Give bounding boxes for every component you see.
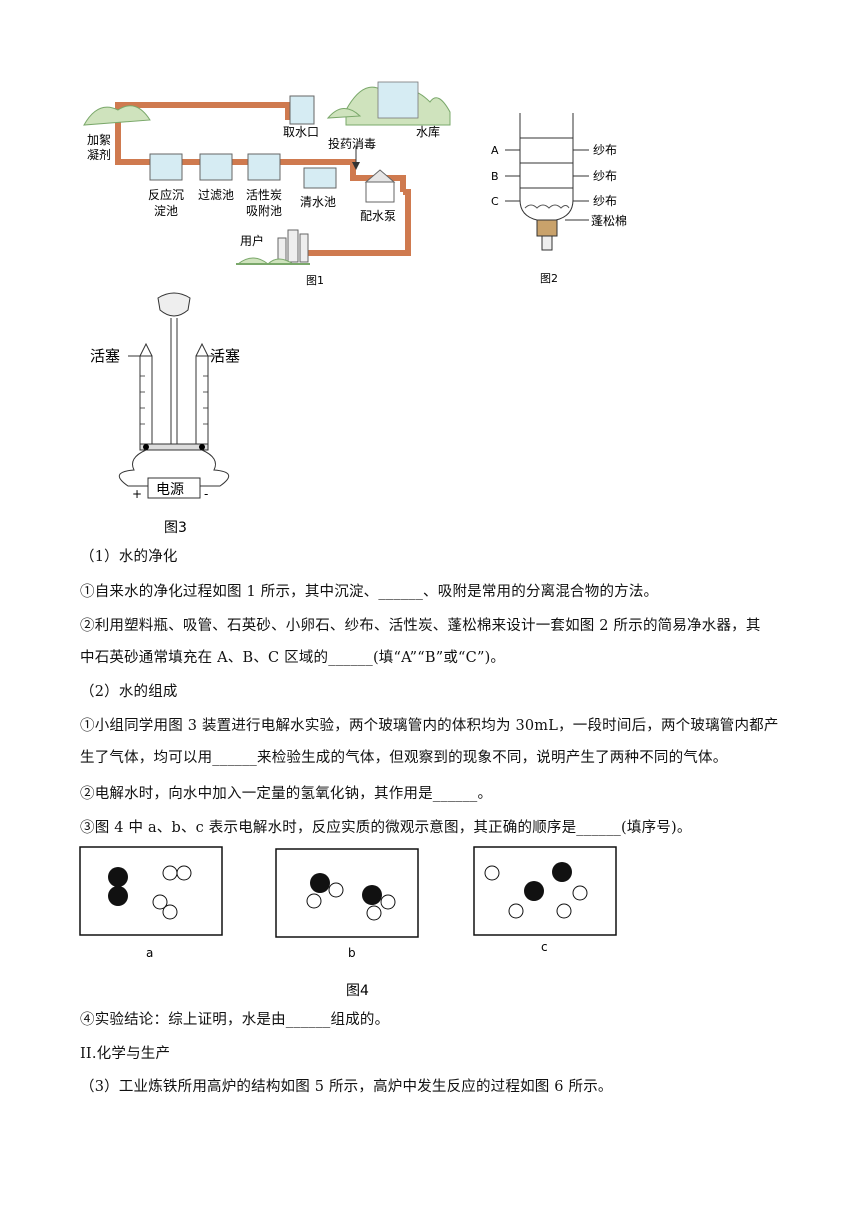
reservoir-label: 水库 — [416, 124, 440, 139]
oxygen-atom — [362, 885, 382, 905]
panel-c-label: c — [541, 940, 548, 954]
figure-1-water-treatment: 加絮 凝剂 取水口 水库 投药消毒 反应沉 淀池 过滤池 活性炭 吸附池 清水池… — [83, 81, 451, 287]
hydrogen-atom — [176, 865, 192, 881]
question-2-4: ④实验结论：综上证明，水是由______组成的。 — [80, 1012, 390, 1028]
question-1-2-line-2: 中石英砂通常填充在 A、B、C 区域的______(填“A”“B”或“C”)。 — [80, 650, 506, 666]
hydrogen-atom — [380, 894, 396, 910]
part-2-title: II.化学与生产 — [80, 1046, 171, 1062]
carbon-label-1: 活性炭 — [246, 188, 282, 202]
oxygen-atom — [108, 867, 128, 887]
question-2-1-line-2: 生了气体，均可以用______来检验生成的气体，但观察到的现象不同，说明产生了两… — [80, 750, 728, 766]
power-label: 电源 — [156, 482, 184, 498]
valve-right-label: 活塞 — [210, 347, 240, 365]
panel-a-frame — [79, 846, 223, 936]
sediment-label-2: 淀池 — [154, 204, 178, 218]
figure-4-caption: 图4 — [346, 983, 369, 999]
question-1-2-line-1: ②利用塑料瓶、吸管、石英砂、小卵石、纱布、活性炭、蓬松棉来设计一套如图 2 所示… — [80, 618, 761, 634]
oxygen-atom — [552, 862, 572, 882]
valve-left-label: 活塞 — [90, 347, 120, 365]
minus-label: - — [204, 487, 208, 501]
oxygen-atom — [524, 881, 544, 901]
oxygen-atom — [108, 886, 128, 906]
hydrogen-atom — [572, 885, 588, 901]
question-2-3: ③图 4 中 a、b、c 表示电解水时，反应实质的微观示意图，其正确的顺序是__… — [80, 820, 692, 836]
figure-3-caption: 图3 — [164, 520, 187, 536]
user-label: 用户 — [240, 233, 264, 248]
coagulant-label-1: 加絮 — [87, 133, 111, 147]
question-1-1: ①自来水的净化过程如图 1 所示，其中沉淀、______、吸附是常用的分离混合物… — [80, 584, 659, 600]
hydrogen-atom — [306, 893, 322, 909]
panel-b-frame — [275, 848, 419, 938]
hydrogen-atom — [152, 894, 168, 910]
carbon-label-2: 吸附池 — [246, 204, 282, 218]
hydrogen-atom — [328, 882, 344, 898]
question-2-1-line-1: ①小组同学用图 3 装置进行电解水实验，两个玻璃管内的体积均为 30mL，一段时… — [80, 718, 779, 734]
figure-3-electrolysis-apparatus: 活塞 活塞 电源 + - 图3 — [90, 292, 240, 536]
section-1-title: （1）水的净化 — [80, 549, 178, 565]
coagulant-label-2: 凝剂 — [87, 147, 111, 162]
hydrogen-atom — [366, 905, 382, 921]
gauze-label-1: 纱布 — [593, 143, 617, 157]
sediment-label-1: 反应沉 — [148, 187, 184, 202]
disinfect-label: 投药消毒 — [328, 136, 376, 151]
gauze-label-3: 纱布 — [593, 194, 617, 208]
cotton-label: 蓬松棉 — [591, 214, 627, 228]
figure-2-caption: 图2 — [540, 272, 558, 285]
question-3: （3）工业炼铁所用高炉的结构如图 5 所示，高炉中发生反应的过程如图 6 所示。 — [80, 1079, 613, 1095]
hydrogen-atom — [162, 904, 178, 920]
hydrogen-atom — [484, 865, 500, 881]
figure-2-simple-water-purifier: A B C 纱布 纱布 纱布 蓬松棉 图2 — [491, 113, 627, 285]
hydrogen-atom — [508, 903, 524, 919]
oxygen-atom — [310, 873, 330, 893]
filter-label: 过滤池 — [198, 188, 234, 202]
region-a-label: A — [491, 144, 499, 157]
gauze-label-2: 纱布 — [593, 169, 617, 183]
clear-pool-label: 清水池 — [300, 195, 336, 209]
question-2-2: ②电解水时，向水中加入一定量的氢氧化钠，其作用是______。 — [80, 786, 493, 802]
figure-4-molecular-diagram: a b c 图4 — [79, 846, 617, 999]
region-b-label: B — [491, 170, 499, 183]
panel-b-label: b — [348, 946, 356, 960]
hydrogen-atom — [556, 903, 572, 919]
panel-a-label: a — [146, 946, 153, 960]
section-2-title: （2）水的组成 — [80, 684, 178, 700]
plus-label: + — [132, 487, 142, 501]
hydrogen-atom — [162, 865, 178, 881]
pump-label: 配水泵 — [360, 209, 396, 223]
region-c-label: C — [491, 195, 499, 208]
intake-label: 取水口 — [283, 125, 319, 139]
panel-c-frame — [473, 846, 617, 936]
figure-1-caption: 图1 — [306, 274, 324, 287]
